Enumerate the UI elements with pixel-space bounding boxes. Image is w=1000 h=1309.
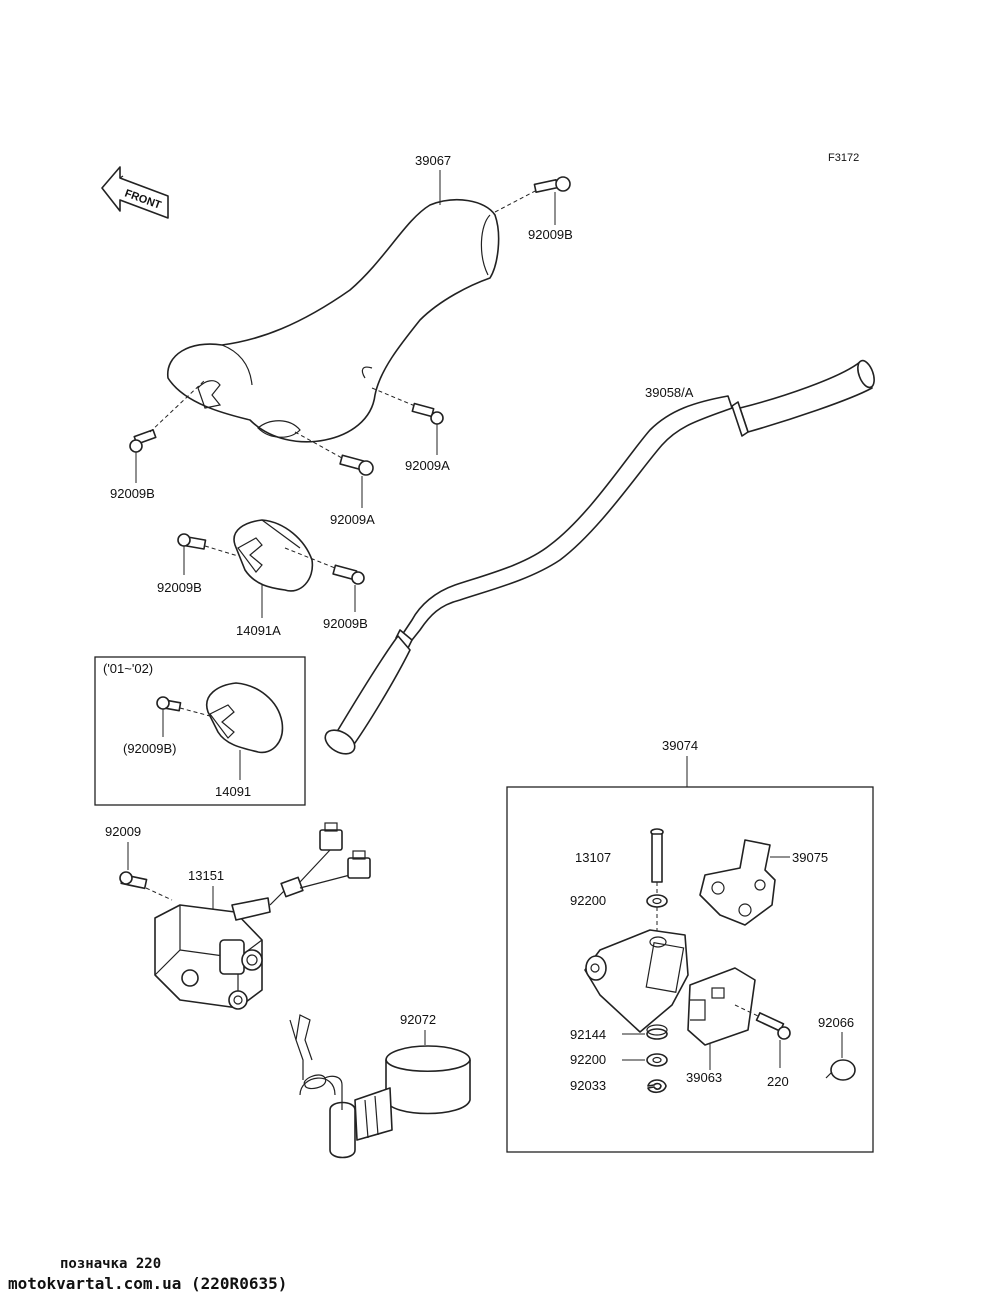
footer-source: motokvartal.com.ua (220R0635) [8, 1274, 288, 1293]
washer-icon [646, 894, 668, 908]
label-13107: 13107 [575, 850, 611, 865]
label-14091A: 14091A [236, 623, 281, 638]
label-92072: 92072 [400, 1012, 436, 1027]
bolt-icon [129, 429, 157, 453]
bolt-icon [156, 696, 182, 712]
label-92033: 92033 [570, 1078, 606, 1093]
throttle-lever-body [584, 929, 689, 1033]
label-92009: 92009 [105, 824, 141, 839]
bolt-icon [119, 871, 148, 890]
label-92200-bottom: 92200 [570, 1052, 606, 1067]
label-92009A-right: 92009A [405, 458, 450, 473]
variant-box-label: ('01~'02) [103, 661, 153, 676]
label-92009B-left: 92009B [110, 486, 155, 501]
bolt-icon [533, 176, 571, 193]
lanyard-clamp [289, 1014, 471, 1159]
label-92144: 92144 [570, 1027, 606, 1042]
lever-assembly-box [506, 786, 874, 1153]
label-92009A-bottom: 92009A [330, 512, 375, 527]
bolt-icon [411, 402, 444, 425]
bolt-icon [332, 564, 365, 585]
lever-39075 [699, 839, 776, 926]
handlebar [324, 359, 875, 755]
handlebar-switch [154, 822, 371, 1010]
switch-holder [205, 682, 284, 754]
front-arrow-icon: FRONT [101, 166, 169, 219]
label-39063: 39063 [686, 1070, 722, 1085]
bolt-icon [177, 533, 207, 550]
cap-icon [825, 1059, 856, 1081]
footer-note: позначка 220 [60, 1256, 162, 1272]
handlebar-cover [167, 199, 500, 443]
circlip-icon [647, 1079, 667, 1094]
label-39058A: 39058/A [645, 385, 694, 400]
lever-39063 [687, 967, 756, 1046]
figure-code: F3172 [828, 152, 859, 164]
label-14091: 14091 [215, 784, 251, 799]
label-39075: 39075 [792, 850, 828, 865]
label-variant-92009B: (92009B) [123, 741, 176, 756]
label-92009B-holder-left: 92009B [157, 580, 202, 595]
spring-icon [646, 1024, 668, 1040]
label-39074: 39074 [662, 738, 698, 753]
switch-holder [233, 519, 314, 592]
pin-icon [650, 828, 664, 883]
variant-box [94, 656, 306, 806]
label-92200-top: 92200 [570, 893, 606, 908]
bolt-icon [755, 1012, 791, 1040]
label-92009B-holder-right: 92009B [323, 616, 368, 631]
label-39067: 39067 [415, 153, 451, 168]
washer-icon [646, 1053, 668, 1067]
bolt-icon [339, 454, 374, 476]
label-13151: 13151 [188, 868, 224, 883]
label-92009B-top: 92009B [528, 227, 573, 242]
label-220: 220 [767, 1074, 789, 1089]
label-92066: 92066 [818, 1015, 854, 1030]
